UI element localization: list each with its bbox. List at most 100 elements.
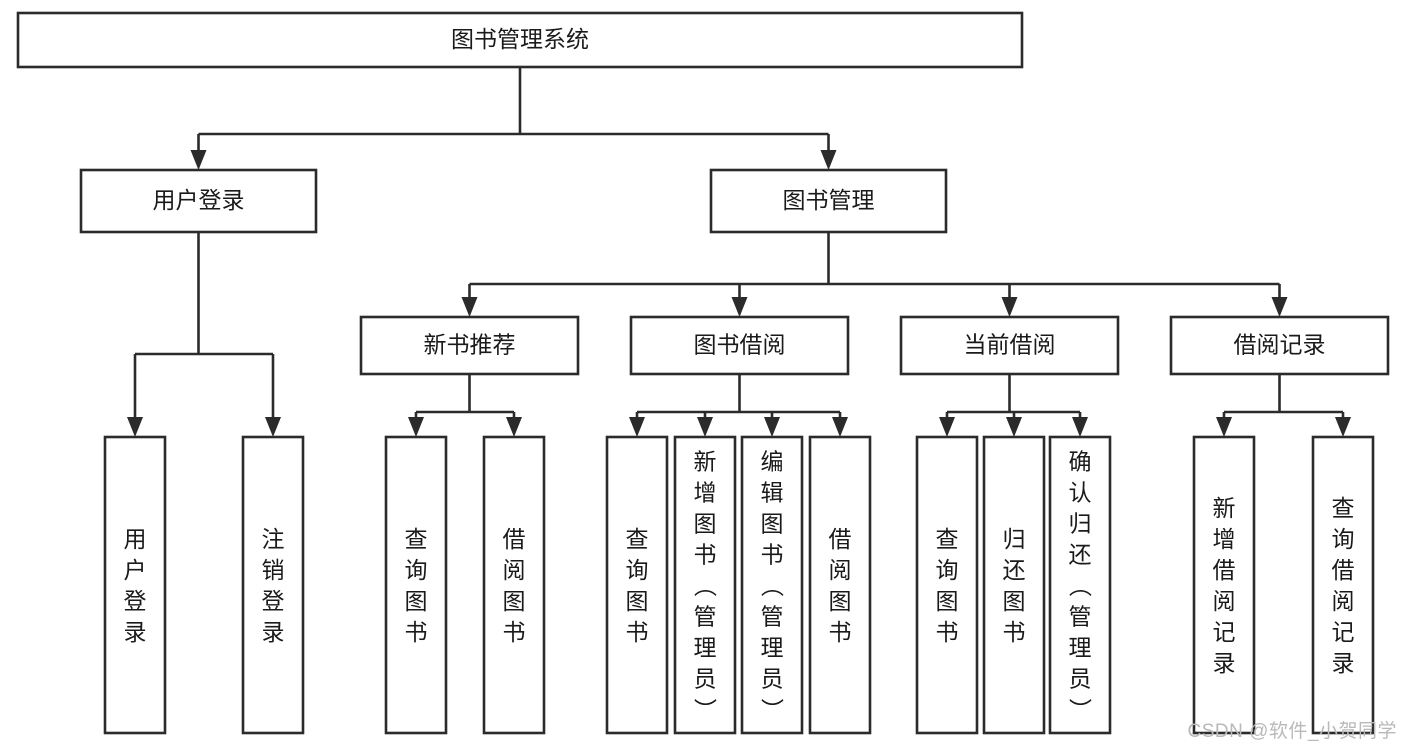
- node-label-char: 销: [262, 557, 285, 583]
- node-label: 当前借阅: [964, 332, 1056, 358]
- node-label-char: 录: [1213, 650, 1236, 676]
- node-label-char: 录: [1332, 650, 1355, 676]
- node-label-char: 管: [694, 604, 717, 630]
- node-label-char: 理: [1069, 635, 1092, 661]
- arrow-head-icon: [408, 417, 424, 437]
- node-label-char: 询: [626, 557, 649, 583]
- node-label-char: 图: [626, 588, 649, 614]
- node-label-char: 书: [829, 619, 852, 645]
- node-label-char: 书: [1003, 619, 1026, 645]
- node-l3-borrow-record[interactable]: 借阅记录: [1169, 315, 1390, 376]
- node-label-char: 归: [1003, 526, 1026, 552]
- node-label-char: 查: [405, 526, 428, 552]
- node-label-char: 书: [405, 619, 428, 645]
- node-box: [1169, 315, 1390, 376]
- node-label-char: 确: [1069, 449, 1092, 475]
- node-label-char: 登: [262, 588, 285, 614]
- node-l2-user-login[interactable]: 用户登录: [79, 168, 318, 234]
- arrow-head-icon: [939, 417, 955, 437]
- node-label: 图书借阅: [694, 332, 786, 358]
- node-label-char: 借: [503, 526, 526, 552]
- node-label-char: ）: [1067, 698, 1093, 721]
- node-label-char: 注: [262, 526, 285, 552]
- arrow-head-icon: [1072, 417, 1088, 437]
- node-label-char: 图: [829, 588, 852, 614]
- node-l2-book-manage[interactable]: 图书管理: [709, 168, 948, 234]
- node-label-char: 询: [936, 557, 959, 583]
- arrow-head-icon: [190, 150, 207, 170]
- node-label-char: 辑: [761, 480, 784, 506]
- node-label-char: 书: [626, 619, 649, 645]
- arrow-head-icon: [731, 297, 748, 317]
- node-label: 借阅记录: [1234, 332, 1326, 358]
- node-box: [384, 435, 448, 735]
- node-label-char: 书: [936, 619, 959, 645]
- node-label-char: 图: [694, 511, 717, 537]
- node-l3-book-borrow[interactable]: 图书借阅: [629, 315, 850, 376]
- node-label-char: 询: [1332, 526, 1355, 552]
- node-box: [982, 435, 1046, 735]
- node-label-char: 记: [1213, 619, 1236, 645]
- node-label-char: 新: [694, 449, 717, 475]
- node-label-char: 书: [761, 542, 784, 568]
- node-label: 用户登录: [153, 187, 245, 213]
- arrow-head-icon: [506, 417, 522, 437]
- node-label-char: 借: [829, 526, 852, 552]
- node-box: [605, 435, 669, 735]
- node-label-char: （: [759, 574, 785, 597]
- node-label-char: 编: [761, 449, 784, 475]
- node-label-char: 查: [936, 526, 959, 552]
- node-label-char: 还: [1003, 557, 1026, 583]
- node-label-char: 员: [761, 666, 784, 692]
- node-label-char: 图: [761, 511, 784, 537]
- node-l3-new-book-rec[interactable]: 新书推荐: [359, 315, 580, 376]
- node-label-char: 认: [1069, 480, 1092, 506]
- node-label-char: 阅: [503, 557, 526, 583]
- node-box: [673, 435, 737, 735]
- node-label-char: 图: [1003, 588, 1026, 614]
- node-label-char: ）: [759, 698, 785, 721]
- arrow-head-icon: [461, 297, 478, 317]
- node-box: [1192, 435, 1256, 735]
- node-label-char: 员: [694, 666, 717, 692]
- watermark-text: CSDN @软件_小贺同学: [1187, 721, 1397, 742]
- node-l3-current-borrow[interactable]: 当前借阅: [899, 315, 1120, 376]
- node-box: [740, 435, 804, 735]
- arrow-head-icon: [1216, 417, 1232, 437]
- node-label-char: 图: [503, 588, 526, 614]
- arrow-head-icon: [265, 417, 281, 437]
- node-box: [808, 435, 872, 735]
- node-label-char: 阅: [1213, 588, 1236, 614]
- node-label-char: 阅: [1332, 588, 1355, 614]
- node-label-char: （: [692, 574, 718, 597]
- node-root[interactable]: 图书管理系统: [16, 11, 1024, 69]
- node-label-char: 增: [1213, 526, 1236, 552]
- arrow-head-icon: [764, 417, 780, 437]
- node-label-char: 管: [1069, 604, 1092, 630]
- node-label-char: 理: [761, 635, 784, 661]
- arrow-head-icon: [1001, 297, 1018, 317]
- node-box: [915, 435, 979, 735]
- node-label-char: 用: [124, 526, 147, 552]
- node-label-char: 录: [262, 619, 285, 645]
- node-leaf-user-login[interactable]: 用户登录: [103, 435, 167, 735]
- node-box: [241, 435, 305, 735]
- node-label-char: 理: [694, 635, 717, 661]
- arrow-head-icon: [127, 417, 143, 437]
- node-label-char: （: [1067, 574, 1093, 597]
- node-box: [629, 315, 850, 376]
- node-label-char: 记: [1332, 619, 1355, 645]
